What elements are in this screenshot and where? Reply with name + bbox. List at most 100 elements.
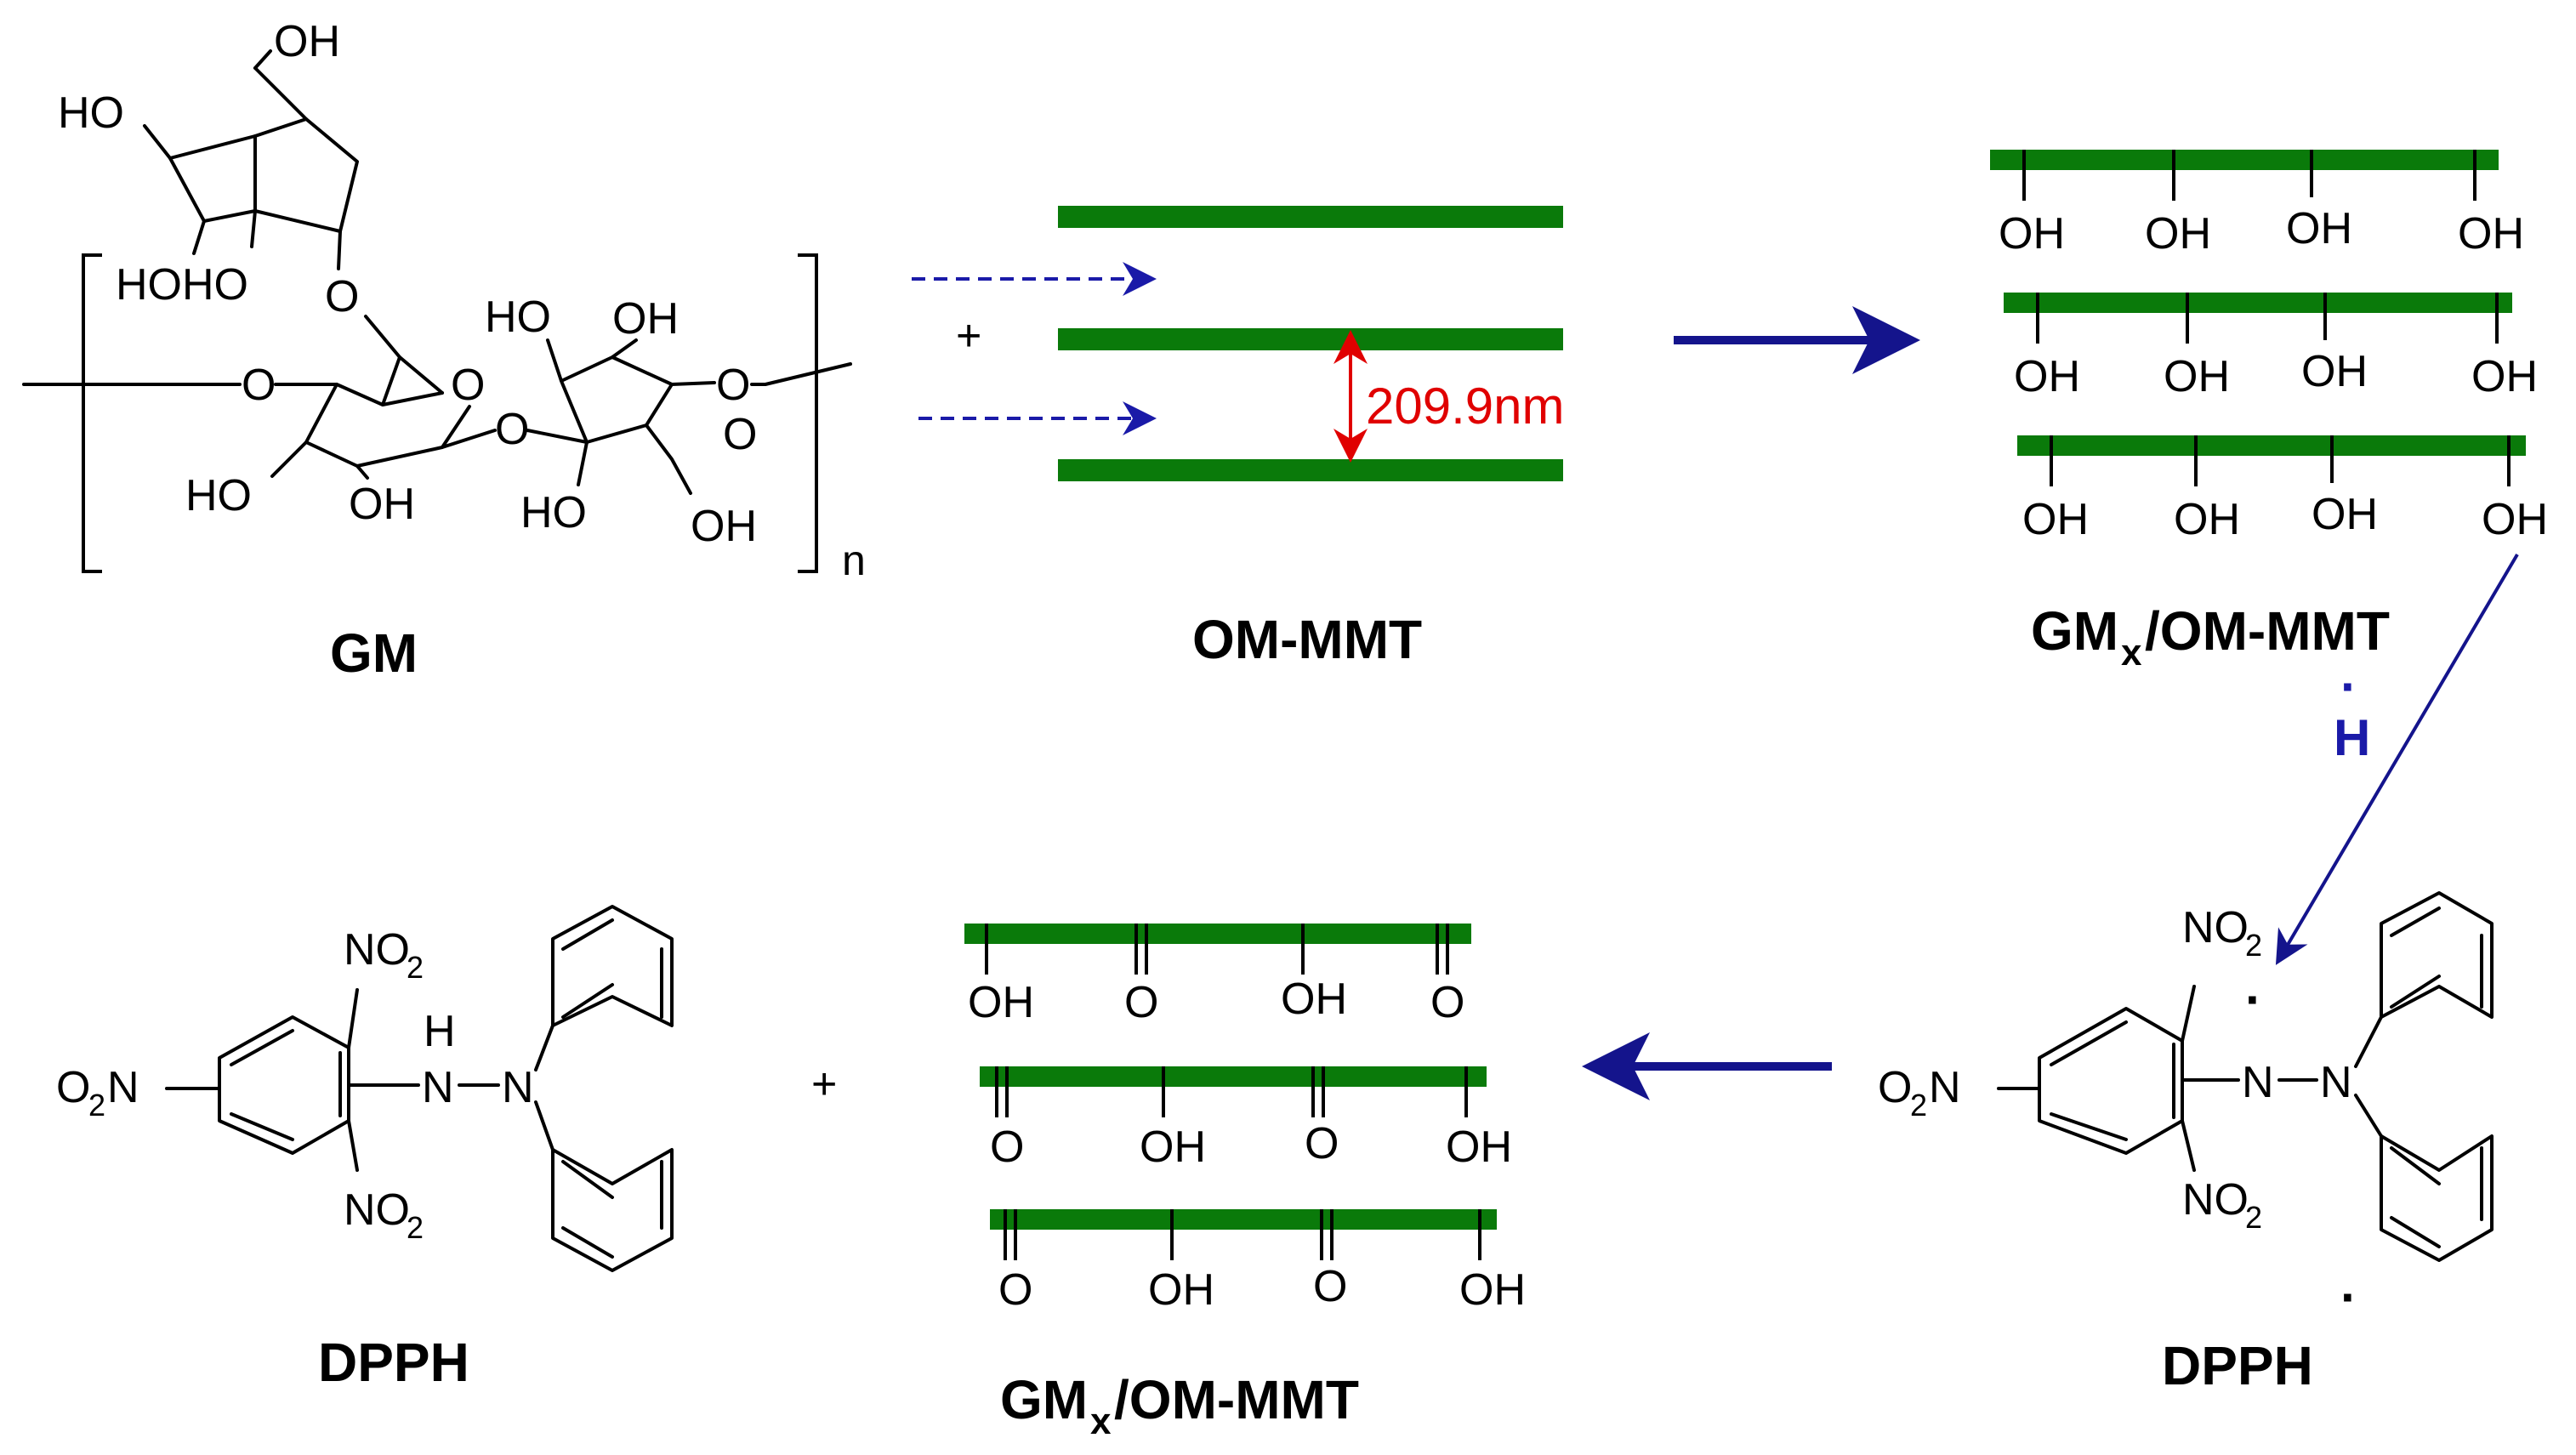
svg-text:x: x [1090, 1401, 1112, 1442]
hydroxyl-pair-label: HOHO [116, 260, 248, 310]
ring-oxygen: O [242, 361, 276, 410]
nitro-group: O 2 N [56, 1063, 139, 1123]
ring-oxygen: O [495, 405, 529, 454]
hydroxyl-label: OH [1459, 1265, 1526, 1315]
hydroxyl-label: HO [485, 293, 551, 342]
svg-text:2: 2 [407, 1210, 424, 1245]
nitrogen-atom: N [502, 1063, 534, 1112]
hydroxyl-label: OH [2286, 204, 2352, 253]
nitrogen-atom: N [422, 1063, 454, 1112]
svg-text:2: 2 [88, 1088, 105, 1123]
svg-text:2: 2 [407, 950, 424, 985]
nitro-group: NO 2 [344, 1185, 424, 1245]
svg-text:N: N [107, 1063, 139, 1112]
svg-text:O: O [1878, 1063, 1912, 1112]
clay-layer [1058, 328, 1563, 350]
carbonyl-label: O [1430, 978, 1464, 1027]
clay-layer [1058, 459, 1563, 481]
ring-oxygen: O [716, 361, 750, 410]
svg-text:NO: NO [2182, 903, 2249, 952]
hydroxyl-label: OH [274, 17, 340, 66]
svg-text:x: x [2121, 632, 2142, 674]
hydroxyl-label: OH [2482, 495, 2548, 544]
gm-om-mmt-label-bottom: GM x /OM-MMT [1000, 1369, 1359, 1442]
dpph-structure: NO 2 NO 2 O 2 N H N N DPPH [56, 905, 674, 1393]
hydroxyl-label: OH [1140, 1123, 1206, 1172]
svg-text:/OM-MMT: /OM-MMT [1114, 1369, 1359, 1430]
nitrogen-atom: N [2320, 1058, 2352, 1107]
svg-text:2: 2 [2245, 928, 2262, 963]
clay-layer [1990, 150, 2499, 170]
carbonyl-label: O [1124, 978, 1158, 1027]
hydroxyl-label: OH [2301, 347, 2368, 396]
svg-text:N: N [1929, 1063, 1961, 1112]
hydroxyl-label: OH [2022, 495, 2089, 544]
nitro-group: NO 2 [2182, 903, 2262, 963]
plus-sign: + [811, 1060, 837, 1109]
plus-sign: + [956, 311, 981, 361]
hydrogen-radical-label: H [2334, 709, 2370, 766]
carbonyl-label: O [1305, 1119, 1339, 1168]
svg-text:GM: GM [2031, 600, 2118, 662]
om-mmt-layers: + 209.9nm OM-MMT [912, 206, 1565, 670]
hydrogen-transfer-arrow [2275, 553, 2519, 965]
hydroxyl-label: OH [612, 294, 679, 344]
svg-text:O: O [56, 1063, 90, 1112]
hydroxyl-label: OH [349, 480, 415, 529]
dpph-label: DPPH [318, 1332, 469, 1393]
hydroxyl-label: HO [520, 488, 587, 537]
nitrogen-atom: N [2242, 1058, 2274, 1107]
interlayer-spacing-label: 209.9nm [1366, 378, 1565, 435]
gm-structure: n O O O HO OH O OH HO HOHO O HO [22, 17, 866, 684]
om-mmt-label: OM-MMT [1192, 609, 1422, 670]
repeat-unit-subscript: n [842, 537, 866, 584]
clay-layer [964, 924, 1471, 944]
hydroxyl-label: OH [2174, 495, 2240, 544]
clay-layer [990, 1209, 1497, 1230]
gm-om-mmt-label-top: GM x /OM-MMT [2031, 600, 2390, 674]
ring-oxygen: O [325, 272, 359, 321]
dpph-radical-label: DPPH [2162, 1335, 2313, 1396]
svg-text:GM: GM [1000, 1369, 1088, 1430]
left-bracket [82, 253, 102, 573]
nh-hydrogen: H [424, 1007, 456, 1056]
svg-text:2: 2 [2245, 1200, 2262, 1235]
nitro-group: NO 2 [2182, 1175, 2262, 1235]
svg-text:/OM-MMT: /OM-MMT [2145, 600, 2390, 662]
clay-layer [1058, 206, 1563, 228]
hydroxyl-label: OH [2471, 352, 2538, 401]
hydroxyl-label: OH [1999, 209, 2065, 259]
right-bracket [798, 253, 818, 573]
carbonyl-label: O [1313, 1262, 1347, 1311]
nitro-group: NO 2 [344, 925, 424, 985]
hydroxyl-label: OH [1446, 1123, 1512, 1172]
ring-oxygen: O [723, 410, 757, 459]
hydroxyl-label: HO [58, 88, 124, 138]
hydroxyl-label: OH [691, 502, 757, 551]
radical-dot: · [2340, 658, 2357, 715]
hydroxyl-label: OH [2312, 490, 2378, 539]
gm-om-mmt-composite-top: OH OH OH OH OH OH OH OH OH OH OH OH GM x… [1990, 150, 2548, 674]
carbonyl-label: O [990, 1123, 1024, 1172]
nitro-group: O 2 N [1878, 1063, 1961, 1123]
hydroxyl-label: OH [1148, 1265, 1214, 1315]
svg-text:NO: NO [344, 1185, 410, 1235]
hydroxyl-label: HO [185, 471, 252, 520]
clay-layer [980, 1066, 1487, 1087]
dpph-radical-structure: NO 2 NO 2 O 2 N N · N · DPPH [1878, 891, 2494, 1396]
svg-text:NO: NO [344, 925, 410, 975]
carbonyl-label: O [998, 1265, 1032, 1315]
gm-label: GM [330, 622, 418, 684]
svg-text:NO: NO [2182, 1175, 2249, 1225]
hydroxyl-label: OH [1281, 975, 1347, 1024]
clay-layer [2017, 435, 2526, 456]
hydroxyl-label: OH [968, 978, 1034, 1027]
hydroxyl-label: OH [2164, 352, 2230, 401]
gm-om-mmt-composite-bottom: OH O OH O O OH O OH O OH O OH GM x /OM-M… [964, 924, 1526, 1442]
svg-text:2: 2 [1910, 1088, 1927, 1123]
hydroxyl-label: OH [2458, 209, 2524, 259]
clay-layer [2004, 293, 2512, 313]
ring-oxygen: O [451, 361, 485, 410]
hydroxyl-label: OH [2145, 209, 2211, 259]
